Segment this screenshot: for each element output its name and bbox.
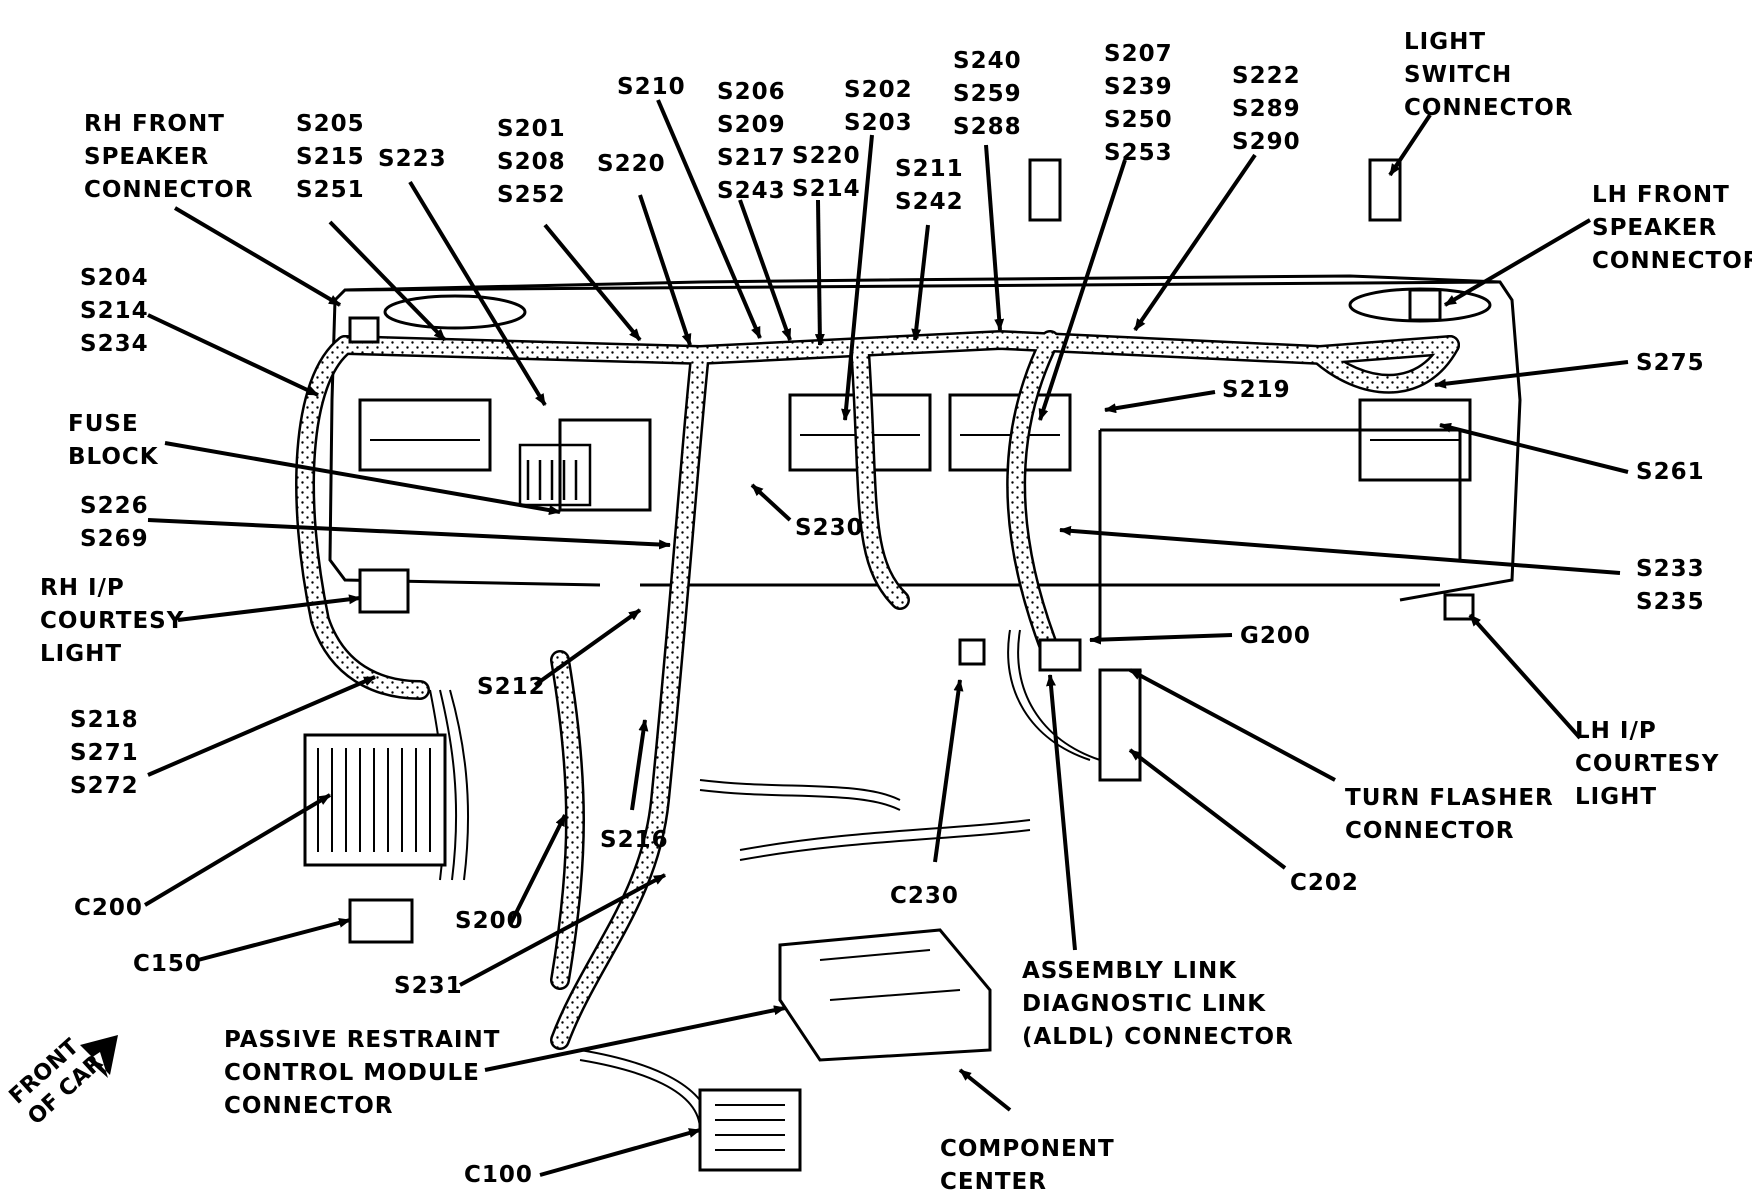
label-s212: S212 [477, 674, 546, 700]
label-s210: S210 [617, 74, 686, 100]
label-s219: S219 [1222, 377, 1291, 403]
connector-details [317, 748, 961, 1151]
front-of-car-arrow-icon [80, 1035, 118, 1078]
instrument-panel-outline [328, 274, 1522, 640]
turn-flasher-body [1098, 668, 1142, 782]
wire-harnesses [295, 329, 1460, 1050]
fuse-block [518, 443, 592, 507]
label-c230: C230 [890, 883, 959, 909]
c150-connector-body [348, 898, 414, 944]
aldl-connector-body [1038, 638, 1082, 672]
c230-connector-body [958, 638, 986, 666]
label-s223: S223 [378, 146, 447, 172]
lh-speaker-connector-body [1408, 288, 1442, 322]
label-s216: S216 [600, 827, 669, 853]
label-s230: S230 [795, 515, 864, 541]
lh-courtesy-light-body [1443, 593, 1475, 621]
c100-connector-body [698, 1088, 802, 1172]
label-s200: S200 [455, 908, 524, 934]
label-c150: C150 [133, 951, 202, 977]
label-c200: C200 [74, 895, 143, 921]
label-s275: S275 [1636, 350, 1705, 376]
label-s261: S261 [1636, 459, 1705, 485]
top-connector-body [1028, 158, 1062, 222]
label-c202: C202 [1290, 870, 1359, 896]
label-s220-left: S220 [597, 151, 666, 177]
rh-courtesy-light-body [358, 568, 410, 614]
leader-lines [143, 99, 1629, 1177]
rh-speaker-connector-body [348, 316, 380, 344]
label-g200: G200 [1240, 623, 1311, 649]
label-s231: S231 [394, 973, 463, 999]
label-c100: C100 [464, 1162, 533, 1188]
connector-bodies [303, 158, 1475, 1172]
